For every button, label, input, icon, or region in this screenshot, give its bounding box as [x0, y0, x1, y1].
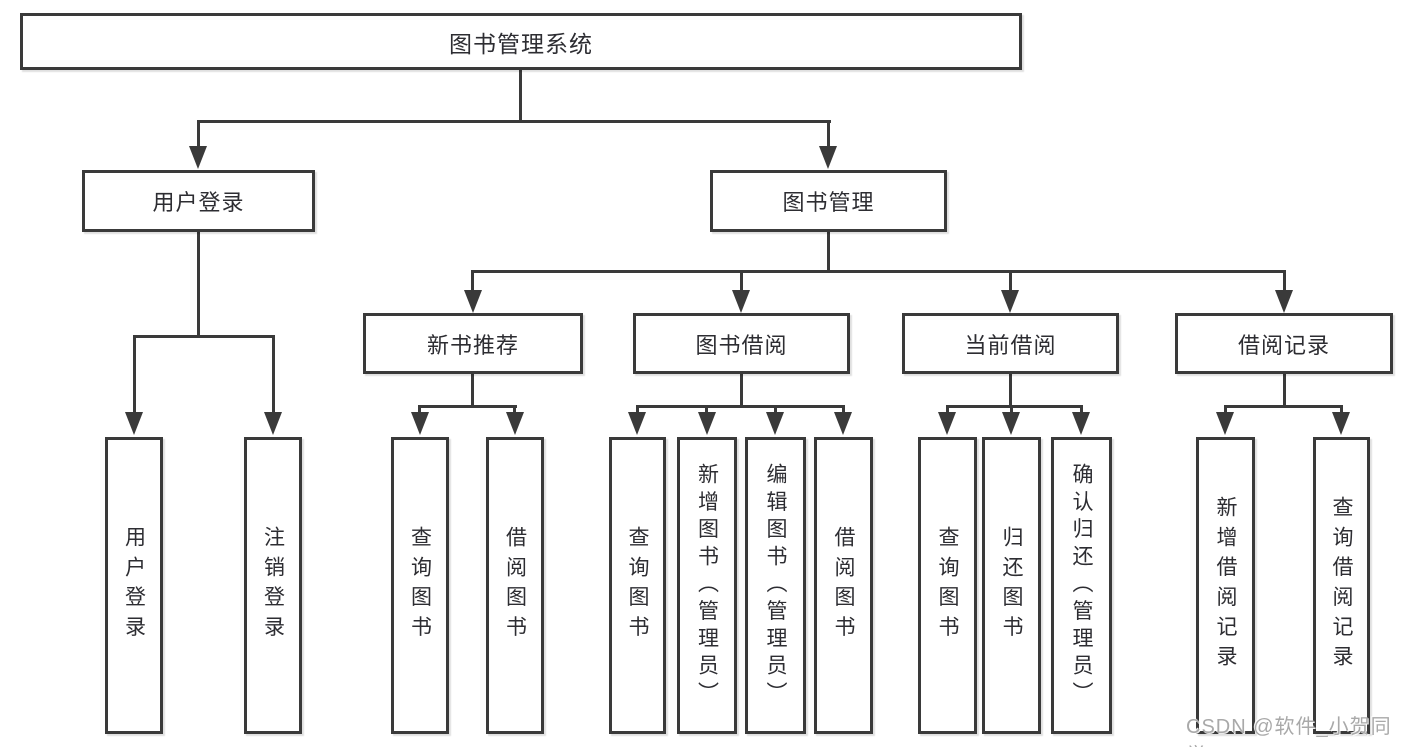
connector-manage-arm [1009, 270, 1012, 290]
connector-manage-stem [827, 232, 830, 272]
arrow-down-icon [1216, 412, 1234, 435]
arrow-down-icon [1275, 290, 1293, 313]
node-system-root: 图书管理系统 [20, 13, 1022, 70]
connector-groupA-bar [418, 405, 517, 408]
connector-groupD-bar [1224, 405, 1343, 408]
csdn-watermark: CSDN @软件_小贺同学 [1186, 716, 1392, 747]
connector-user-bar [133, 335, 274, 338]
connector-groupC-arm [1010, 405, 1013, 415]
arrow-down-icon [506, 412, 524, 435]
connector-groupC-bar [946, 405, 1083, 408]
arrow-down-icon [1072, 412, 1090, 435]
connector-root-bar [197, 120, 831, 123]
connector-groupA-arm [513, 405, 516, 415]
connector-groupC-arm [1080, 405, 1083, 415]
connector-manage-bar [471, 270, 1286, 273]
connector-root-arm-right [827, 120, 830, 148]
node-borrow-records: 借阅记录 [1175, 313, 1393, 374]
connector-groupB-arm [636, 405, 639, 415]
connector-root-stem [519, 69, 522, 122]
arrow-down-icon [189, 146, 207, 169]
connector-groupA-stem [471, 374, 474, 407]
connector-groupB-stem [740, 374, 743, 407]
connector-manage-arm [471, 270, 474, 290]
connector-manage-arm [740, 270, 743, 290]
leaf-return-books: 归还图书 [982, 437, 1041, 734]
leaf-query-books-recommend: 查询图书 [391, 437, 449, 734]
connector-user-arm [272, 335, 275, 414]
arrow-down-icon [732, 290, 750, 313]
arrow-down-icon [1001, 290, 1019, 313]
arrow-down-icon [411, 412, 429, 435]
arrow-down-icon [766, 412, 784, 435]
node-new-book-recommend: 新书推荐 [363, 313, 583, 374]
arrow-down-icon [628, 412, 646, 435]
node-current-borrow: 当前借阅 [902, 313, 1119, 374]
arrow-down-icon [264, 412, 282, 435]
connector-groupB-arm [842, 405, 845, 415]
leaf-confirm-return-admin: 确认归还（管理员） [1051, 437, 1112, 734]
leaf-add-books-admin: 新增图书（管理员） [677, 437, 737, 734]
node-book-borrow: 图书借阅 [633, 313, 850, 374]
connector-groupD-arm [1224, 405, 1227, 415]
leaf-borrow-books: 借阅图书 [814, 437, 873, 734]
arrow-down-icon [834, 412, 852, 435]
connector-user-arm [133, 335, 136, 414]
connector-manage-arm [1283, 270, 1286, 290]
leaf-query-books-current: 查询图书 [918, 437, 977, 734]
leaf-borrow-books-recommend: 借阅图书 [486, 437, 544, 734]
arrow-down-icon [938, 412, 956, 435]
arrow-down-icon [698, 412, 716, 435]
node-book-management: 图书管理 [710, 170, 947, 232]
connector-groupD-stem [1283, 374, 1286, 407]
connector-root-arm-left [197, 120, 200, 148]
arrow-down-icon [464, 290, 482, 313]
connector-groupC-arm [946, 405, 949, 415]
arrow-down-icon [125, 412, 143, 435]
arrow-down-icon [819, 146, 837, 169]
leaf-query-borrow-record: 查询借阅记录 [1313, 437, 1370, 734]
connector-groupB-bar [636, 405, 845, 408]
node-user-login: 用户登录 [82, 170, 315, 232]
connector-groupB-arm [705, 405, 708, 415]
connector-groupB-arm [774, 405, 777, 415]
leaf-logout: 注销登录 [244, 437, 302, 734]
leaf-edit-books-admin: 编辑图书（管理员） [745, 437, 806, 734]
connector-user-stem [197, 232, 200, 336]
leaf-user-login: 用户登录 [105, 437, 163, 734]
connector-groupA-arm [418, 405, 421, 415]
arrow-down-icon [1332, 412, 1350, 435]
arrow-down-icon [1002, 412, 1020, 435]
leaf-add-borrow-record: 新增借阅记录 [1196, 437, 1255, 734]
connector-groupD-arm [1340, 405, 1343, 415]
leaf-query-books-borrow: 查询图书 [609, 437, 666, 734]
connector-groupC-stem [1009, 374, 1012, 407]
